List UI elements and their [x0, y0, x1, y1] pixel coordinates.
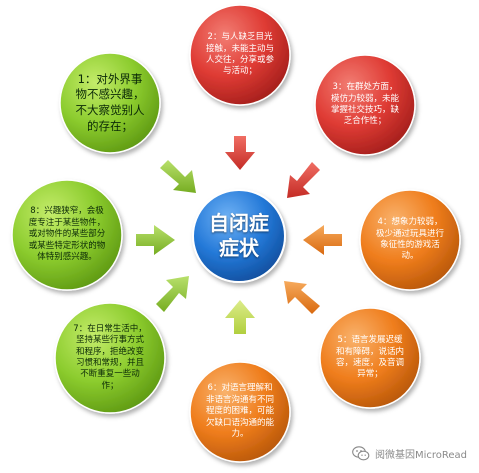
node-2-text: 2：与人缺乏目光接触，未能主动与人交往，分享或参与活动； [206, 32, 275, 77]
node-5-text: 5：语言发展迟缓和有障碍，说话内容，速度，及音调异常； [336, 335, 405, 380]
node-circle-4 [359, 189, 461, 291]
arrow-bottom-right [284, 281, 320, 314]
node-8: 8：兴趣狭窄，会极度专注于某些物件，或对物件的某些部分或某些特定形状的物体特别感… [28, 198, 106, 272]
node-1: 1：对外界事物不感兴趣，不大察觉别人的存在； [73, 68, 147, 138]
center-circle [192, 189, 286, 283]
node-3-text: 3：在群处方面，模仿力较弱，未能掌握社交技巧，缺乏合作性； [331, 82, 400, 127]
arrow-left [136, 225, 175, 255]
arrow-top [225, 136, 255, 170]
wechat-icon [352, 446, 370, 461]
node-circle-2 [189, 4, 291, 106]
arrow-top-right [287, 162, 320, 198]
node-circle-3 [314, 54, 416, 156]
node-circle-8 [11, 179, 123, 291]
node-7-text: 7：在日常生活中，坚持某些行事方式和程序，拒绝改变习惯和常规，并且不断重复一些动… [73, 323, 147, 391]
node-circle-6 [189, 361, 291, 463]
node-6-text: 6：对语言理解和非语言沟通有不同程度的困难，可能欠缺口语沟通的能力。 [206, 383, 275, 440]
node-7: 7：在日常生活中，坚持某些行事方式和程序，拒绝改变习惯和常规，并且不断重复一些动… [72, 322, 148, 394]
node-circle-5 [319, 307, 421, 409]
center-node: 自闭症症状 [207, 206, 271, 266]
node-1-text: 1：对外界事物不感兴趣，不大察觉别人的存在； [75, 71, 145, 133]
node-4-text: 4：想象力较弱，极少通过玩具进行象征性的游戏活动。 [376, 217, 445, 262]
node-5: 5：语言发展迟缓和有障碍，说话内容，速度，及音调异常； [336, 330, 404, 386]
center-title: 自闭症症状 [209, 211, 269, 260]
arrow-bottom [225, 300, 255, 334]
node-6: 6：对语言理解和非语言沟通有不同程度的困难，可能欠缺口语沟通的能力。 [206, 380, 274, 444]
arrow-bottom-left [156, 276, 189, 312]
node-3: 3：在群处方面，模仿力较弱，未能掌握社交技巧，缺乏合作性； [331, 75, 399, 135]
arrow-top-left [160, 160, 196, 193]
node-circle-7 [54, 302, 166, 414]
node-2: 2：与人缺乏目光接触，未能主动与人交往，分享或参与活动； [206, 25, 274, 85]
node-8-text: 8：兴趣狭窄，会极度专注于某些物件，或对物件的某些部分或某些特定形状的物体特别感… [28, 206, 106, 263]
node-4: 4：想象力较弱，极少通过玩具进行象征性的游戏活动。 [376, 212, 444, 268]
node-circle-1 [59, 52, 161, 154]
arrow-right [303, 225, 342, 255]
watermark-text: 阅微基因MicroRead [374, 450, 467, 461]
watermark: 阅微基因MicroRead [352, 446, 467, 461]
